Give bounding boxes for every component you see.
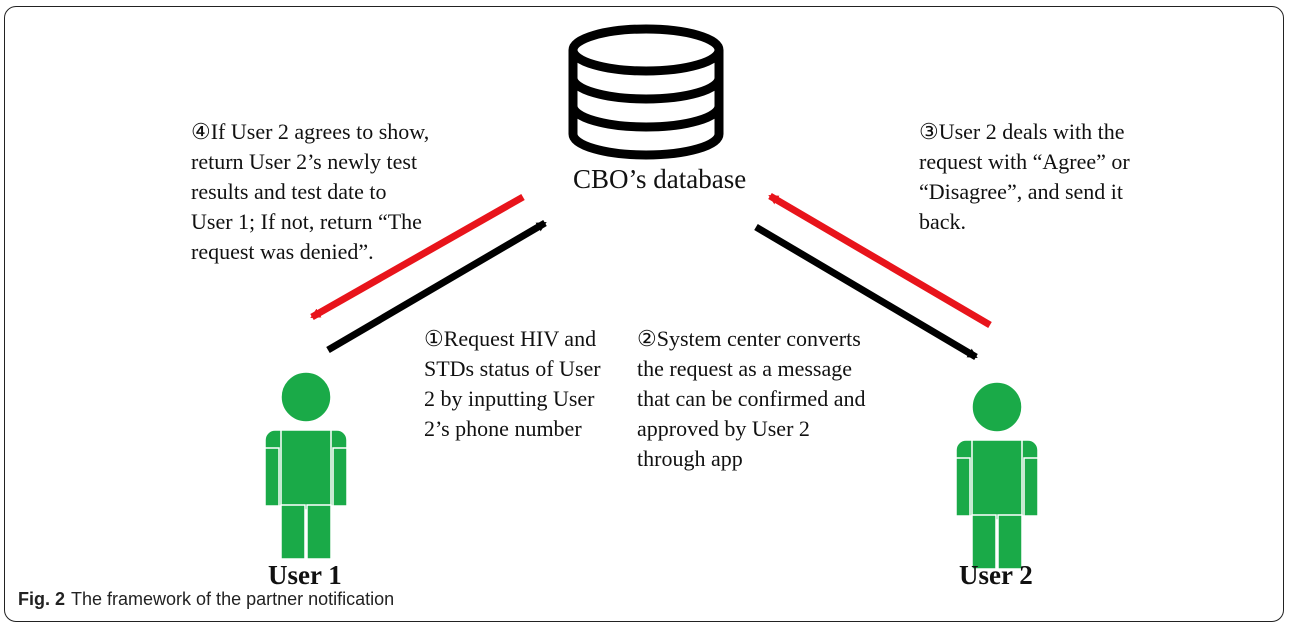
figure-number: Fig. 2 xyxy=(18,589,66,609)
response-arrow-db-to-user1 xyxy=(310,193,525,321)
step-2-text: ②System center converts the request as a… xyxy=(637,326,866,471)
request-arrow-db-to-user2 xyxy=(754,223,978,361)
person-icon xyxy=(955,381,1039,570)
request-arrow-user1-to-db xyxy=(326,219,547,354)
step-4-text: ④If User 2 agrees to show, return User 2… xyxy=(191,119,430,264)
figure-caption-text: The framework of the partner notificatio… xyxy=(71,589,395,609)
database-label: CBO’s database xyxy=(573,164,747,194)
step-1-text: ①Request HIV and STDs status of User 2 b… xyxy=(424,326,601,441)
person-icon xyxy=(264,371,348,560)
database-icon xyxy=(568,24,724,160)
user-2-label: User 2 xyxy=(959,560,1033,590)
user-1-label: User 1 xyxy=(268,560,342,590)
response-arrow-user2-to-db xyxy=(768,192,992,329)
figure-frame xyxy=(4,6,1284,622)
step-3-text: ③User 2 deals with the request with “Agr… xyxy=(919,119,1130,234)
